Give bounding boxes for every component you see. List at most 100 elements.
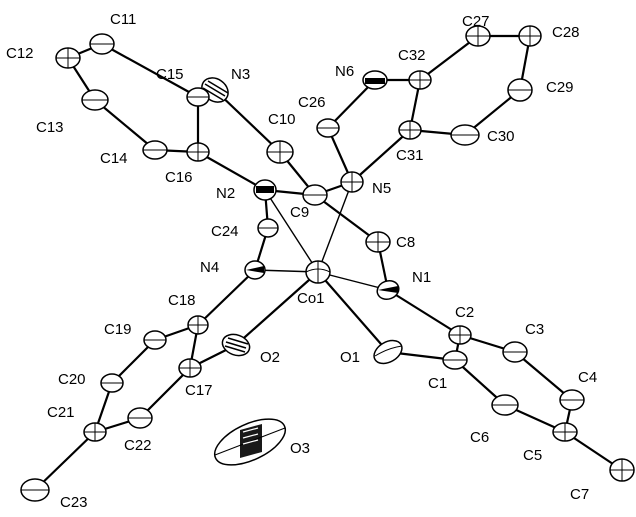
atom-c2: [448, 325, 472, 345]
label-n4: N4: [200, 259, 219, 276]
atom-c20: [100, 373, 124, 393]
label-c30: C30: [487, 128, 515, 145]
bond-n5-c31: [350, 128, 412, 184]
atom-c1: [442, 350, 468, 370]
atom-c17: [178, 358, 202, 378]
label-c10: C10: [268, 111, 296, 128]
label-o1: O1: [340, 349, 360, 366]
atom-c26: [316, 118, 340, 138]
label-c6: C6: [470, 429, 489, 446]
atom-c6: [491, 394, 519, 416]
label-c20: C20: [58, 371, 86, 388]
label-n5: N5: [372, 180, 391, 197]
label-c15: C15: [156, 66, 184, 83]
atom-c27: [465, 25, 491, 47]
label-c18: C18: [168, 292, 196, 309]
atom-o3: [213, 418, 287, 466]
label-c1: C1: [428, 375, 447, 392]
atom-c10: [266, 140, 294, 164]
label-c21: C21: [47, 404, 75, 421]
atom-c31: [398, 120, 422, 140]
bond-co1-o1: [316, 270, 390, 354]
atom-c28: [518, 25, 542, 47]
bond-co1-o2: [234, 270, 320, 347]
bond-c21-c23: [33, 430, 97, 492]
label-n3: N3: [231, 66, 250, 83]
label-c16: C16: [165, 169, 193, 186]
atom-o2: [221, 333, 251, 357]
label-co1: Co1: [297, 290, 325, 307]
label-c32: C32: [398, 47, 426, 64]
atom-c4: [559, 389, 585, 411]
bond-c17-c22: [138, 366, 192, 420]
label-n1: N1: [412, 269, 431, 286]
atom-c11: [89, 33, 115, 55]
label-c27: C27: [462, 13, 490, 30]
label-c28: C28: [552, 24, 580, 41]
bond-n3-c10: [213, 88, 282, 154]
atom-c21: [83, 422, 107, 442]
bond-c15-c11: [100, 42, 200, 99]
atom-c29: [507, 78, 533, 102]
bond-c32-c27: [418, 34, 480, 82]
label-c12: C12: [6, 45, 34, 62]
bond-c3-c4: [513, 350, 574, 402]
bond-co1-n2: [264, 189, 319, 273]
label-c22: C22: [124, 437, 152, 454]
label-c4: C4: [578, 369, 597, 386]
atom-c3: [502, 341, 528, 363]
atom-c24: [257, 218, 279, 238]
bond-n1-c2: [386, 288, 462, 337]
atom-c12: [55, 47, 81, 69]
atom-c30: [450, 124, 480, 146]
label-c13: C13: [36, 119, 64, 136]
atom-n2: [253, 179, 277, 201]
atom-c5: [552, 422, 578, 442]
atom-c22: [127, 407, 153, 429]
label-c19: C19: [104, 321, 132, 338]
label-c31: C31: [396, 147, 424, 164]
atom-n4: [244, 260, 266, 280]
atom-co1: [305, 260, 331, 284]
label-c26: C26: [298, 94, 326, 111]
label-c2: C2: [455, 304, 474, 321]
label-o2: O2: [260, 349, 280, 366]
atom-c23: [20, 478, 50, 502]
atom-n1: [376, 279, 400, 301]
label-c14: C14: [100, 150, 128, 167]
label-c23: C23: [60, 494, 88, 511]
label-o3: O3: [290, 440, 310, 457]
atom-c8: [365, 231, 391, 253]
bond-c14-c13: [93, 98, 157, 152]
bond-n4-c18: [196, 268, 257, 327]
label-c11: C11: [110, 11, 136, 28]
atom-c18: [187, 315, 209, 335]
bond-c8-c9: [313, 193, 380, 244]
atom-c14: [142, 140, 168, 160]
atom-c9: [302, 184, 328, 206]
bond-co1-n5: [317, 181, 353, 273]
bonds: [33, 34, 624, 492]
label-n6: N6: [335, 63, 354, 80]
atom-c7: [609, 458, 635, 482]
bond-n2-c16: [196, 150, 267, 192]
label-c24: C24: [211, 223, 239, 240]
bond-c26-n6: [326, 78, 377, 130]
atom-c16: [186, 142, 210, 162]
atom-o1: [373, 339, 403, 365]
atom-c15: [186, 87, 210, 107]
label-c3: C3: [525, 321, 544, 338]
label-c17: C17: [185, 382, 213, 399]
atom-labels: Co1 N1 N2 N3 N4 N5 N6 O1 O2 O3 C1 C2 C3 …: [6, 11, 597, 511]
atoms: [20, 25, 635, 502]
label-c9: C9: [290, 204, 309, 221]
atom-n6: [362, 70, 388, 90]
label-n2: N2: [216, 185, 235, 202]
atom-n5: [340, 171, 364, 193]
label-c29: C29: [546, 79, 574, 96]
atom-c19: [143, 330, 167, 350]
atom-c13: [81, 89, 109, 111]
label-c5: C5: [523, 447, 542, 464]
